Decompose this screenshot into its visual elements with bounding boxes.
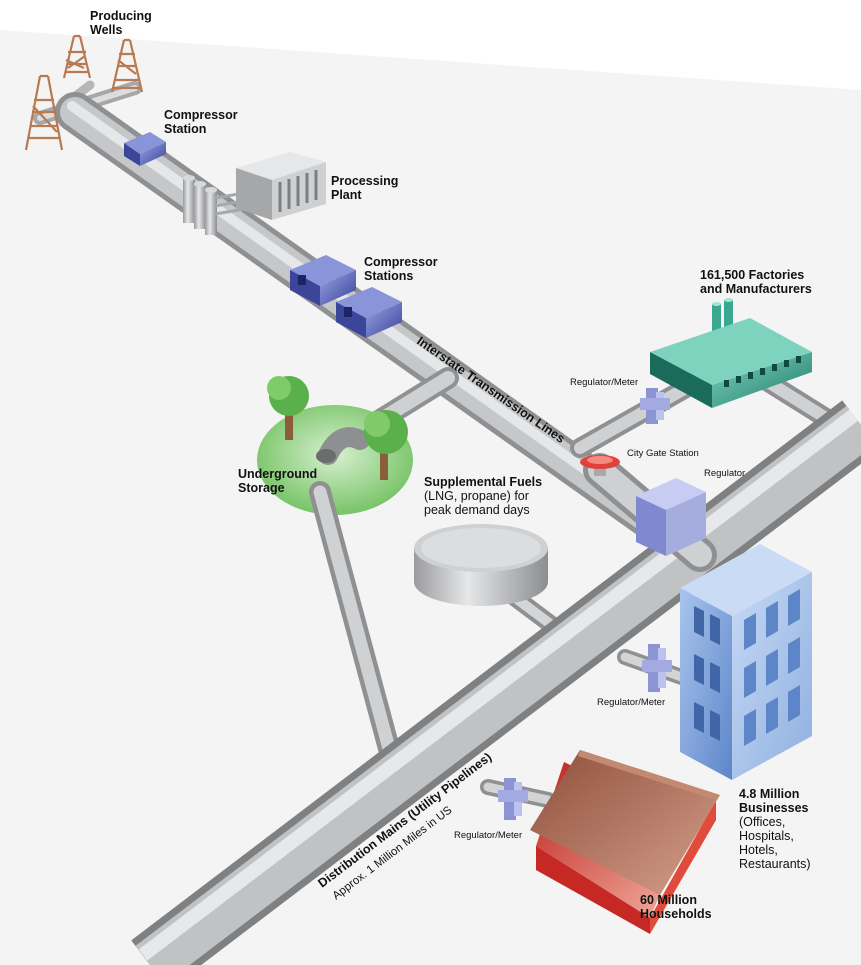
compressor-stations	[290, 255, 402, 338]
house-regulator-meter-label: Regulator/Meter	[454, 830, 523, 841]
business-regulator-meter-label: Regulator/Meter	[597, 697, 666, 708]
processing-plant	[183, 152, 326, 235]
factory-regulator-meter-label: Regulator/Meter	[570, 377, 639, 388]
underground-storage	[257, 376, 413, 515]
ground-plane	[0, 30, 861, 965]
supplemental-fuels-tank	[414, 524, 548, 606]
storage-to-main-pipe	[309, 481, 409, 793]
factory-building	[650, 298, 812, 408]
city-gate-valve	[580, 455, 620, 476]
house	[530, 750, 720, 934]
house-regulator-meter	[498, 778, 528, 820]
businesses-label: 4.8 Million Businesses (Offices, Hospita…	[739, 787, 811, 871]
distribution-main	[131, 400, 861, 965]
compressor-station-1	[124, 132, 166, 166]
business-regulator-meter	[642, 644, 672, 692]
factory-regulator-meter	[640, 388, 670, 424]
regulator-label: Regulator	[704, 468, 746, 479]
regulator-box	[636, 478, 706, 556]
supplemental-fuels-label: Supplemental Fuels (LNG, propane) for pe…	[424, 475, 543, 517]
business-building	[680, 544, 812, 780]
producing-wells-derricks	[24, 34, 144, 151]
city-gate-label: City Gate Station	[627, 448, 699, 459]
